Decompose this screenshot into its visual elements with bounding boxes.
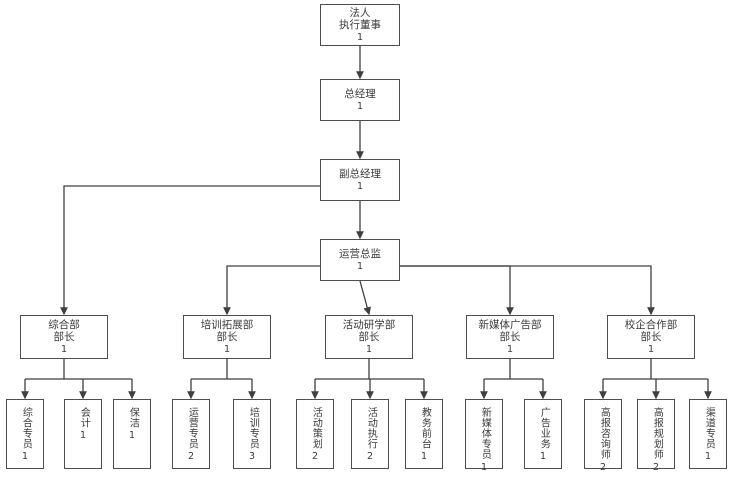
node-title: 综合专员 [20,407,32,449]
node-subtitle: 部长 [358,330,380,343]
node-title: 活动研学部 [342,318,396,331]
node-headcount: 1 [223,344,231,356]
node-headcount: 1 [356,32,364,44]
node-headcount: 1 [356,261,364,273]
node-subtitle: 执行董事 [339,18,381,31]
org-node[interactable]: 培训专员 3 [233,399,271,469]
node-title: 运营总监 [339,247,381,260]
node-headcount: 2 [652,461,660,473]
org-node[interactable]: 运营专员 2 [172,399,210,469]
node-title: 渠道专员 [703,407,715,449]
node-headcount: 1 [79,430,87,441]
org-node[interactable]: 综合专员 1 [6,399,44,469]
node-title: 活动执行 [365,407,377,449]
node-headcount: 1 [647,344,655,356]
connector-elbow-right [400,265,514,316]
node-title: 法人 [349,6,371,19]
node-subtitle: 部长 [216,330,238,343]
connector-straight [359,280,371,316]
node-subtitle: 部长 [53,330,75,343]
node-headcount: 2 [366,451,374,462]
node-title: 新媒体广告部 [478,318,542,331]
org-node[interactable]: 保洁 1 [113,399,151,469]
node-headcount: 1 [539,451,547,462]
node-headcount: 1 [128,430,136,441]
node-title: 教务前台 [419,407,431,449]
node-headcount: 1 [356,101,364,113]
node-subtitle: 部长 [640,330,662,343]
org-node[interactable]: 教务前台 1 [405,399,443,469]
node-title: 培训拓展部 [200,318,254,331]
connector-elbow-left [60,185,320,316]
node-headcount: 2 [599,461,607,473]
node-title: 新媒体专员 [479,407,491,460]
node-headcount: 2 [311,451,319,462]
node-title: 校企合作部 [624,318,678,331]
node-headcount: 1 [704,451,712,462]
node-title: 活动策划 [310,407,322,449]
node-headcount: 1 [480,461,488,473]
node-headcount: 1 [60,344,68,356]
node-title: 运营专员 [186,407,198,449]
org-node[interactable]: 活动策划 2 [296,399,334,469]
connector-elbow-left [223,265,320,316]
node-title: 高报规划师 [651,407,663,460]
org-node[interactable]: 会计 1 [64,399,102,469]
node-subtitle: 部长 [499,330,521,343]
node-title: 广告业务 [538,407,550,449]
node-title: 综合部 [48,318,80,331]
node-title: 高报咨询师 [598,407,610,460]
node-title: 副总经理 [339,167,381,180]
node-title: 总经理 [344,87,376,100]
node-headcount: 1 [420,451,428,462]
org-node[interactable]: 渠道专员 1 [689,399,727,469]
node-title: 会计 [78,407,90,428]
connector-elbow-right [400,265,655,316]
node-title: 培训专员 [247,407,259,449]
org-node[interactable]: 广告业务 1 [524,399,562,469]
node-headcount: 3 [248,451,256,462]
node-headcount: 2 [187,451,195,462]
org-node[interactable]: 活动执行 2 [351,399,389,469]
node-headcount: 1 [356,181,364,193]
node-headcount: 1 [506,344,514,356]
node-headcount: 1 [21,451,29,462]
node-title: 保洁 [127,407,139,428]
node-headcount: 1 [365,344,373,356]
